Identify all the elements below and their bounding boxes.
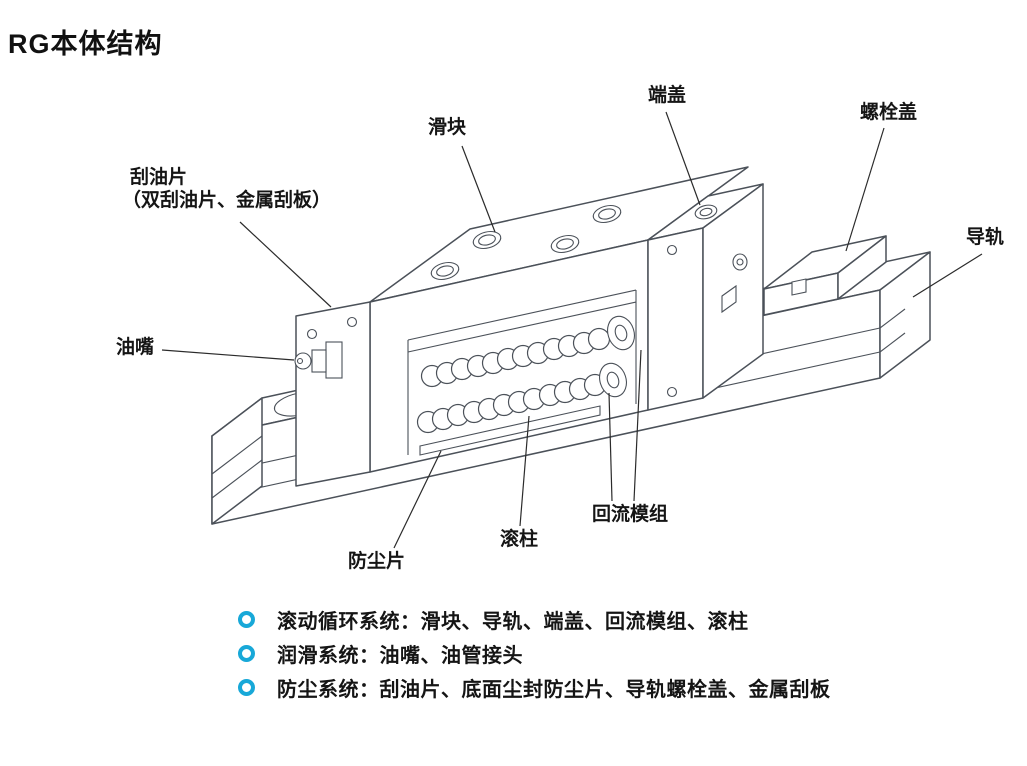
leader-slider [461,145,496,233]
bolt-cover-drawing [763,235,887,316]
label-end-cap: 端盖 [648,85,687,106]
label-scraper: 刮油片 （双刮油片、金属刮板） [122,166,331,212]
leader-return-module-2 [633,349,642,502]
dust-strip-drawing [419,405,601,456]
label-slider: 滑块 [428,117,467,138]
leader-return-module-1 [608,392,613,502]
label-grease-nipple: 油嘴 [116,337,155,358]
bullet-ring-icon [238,610,255,628]
leader-dust-strip [393,450,442,549]
page-title: RG本体结构 [8,29,163,59]
scraper-plate-drawing [295,301,371,487]
leader-rail [912,253,983,298]
legend-item-text: 滚动循环系统：滑块、导轨、端盖、回流模组、滚柱 [277,610,749,633]
label-rail: 导轨 [966,227,1005,248]
bullet-ring-icon [238,644,255,662]
label-roller: 滚柱 [500,529,539,550]
leader-bolt-cover [845,127,885,252]
label-return-module: 回流模组 [592,504,669,525]
rollers-drawing [407,289,637,455]
leader-roller [519,415,530,527]
leader-lines [161,111,983,549]
rail-left-cut-face [211,397,263,525]
rail-right-end-face [879,251,931,379]
grease-nipple-drawing [294,341,343,379]
label-dust-strip: 防尘片 [348,551,406,572]
end-cap-square-port [721,284,737,314]
label-scraper-line2: （双刮油片、金属刮板） [122,190,332,212]
label-scraper-line1: 刮油片 [130,167,188,188]
legend-item-dustproof-system: 防尘系统：刮油片、底面尘封防尘片、导轨螺栓盖、金属刮板 [238,670,831,704]
end-cap-front-face [647,227,704,411]
legend-item-text: 润滑系统：油嘴、油管接头 [277,644,523,667]
leader-grease-nipple [161,349,295,361]
legend-item-text: 防尘系统：刮油片、底面尘封防尘片、导轨螺栓盖、金属刮板 [277,678,831,701]
bolt-cover-slot [791,278,807,296]
leader-end-cap [665,111,701,206]
return-module-drawing [599,315,635,398]
label-bolt-cover: 螺栓盖 [860,102,918,123]
leader-scraper [239,221,332,308]
legend-item-rolling-system: 滚动循环系统：滑块、导轨、端盖、回流模组、滚柱 [238,602,831,636]
legend-item-lubrication-system: 润滑系统：油嘴、油管接头 [238,636,831,670]
scraper-plate-face [295,301,371,487]
block-thread-holes [430,204,622,281]
legend-list: 滚动循环系统：滑块、导轨、端盖、回流模组、滚柱 润滑系统：油嘴、油管接头 防尘系… [238,602,831,704]
bullet-ring-icon [238,678,255,696]
